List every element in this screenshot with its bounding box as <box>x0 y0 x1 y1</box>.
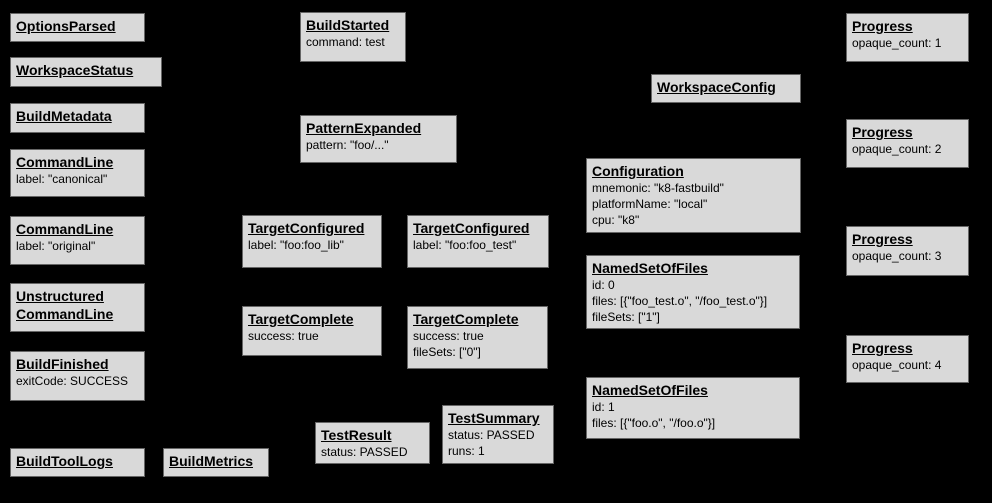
node-unstructured-command-line: Unstructured CommandLine <box>10 283 145 332</box>
node-title: Progress <box>852 340 913 356</box>
node-progress-2: Progress opaque_count: 2 <box>846 119 969 168</box>
node-progress-4: Progress opaque_count: 4 <box>846 335 969 383</box>
node-title: Progress <box>852 124 913 140</box>
node-named-set-of-files-1: NamedSetOfFiles id: 1 files: [{"foo.o", … <box>586 377 800 439</box>
node-field: command: test <box>306 35 385 49</box>
node-field: label: "foo:foo_lib" <box>248 238 344 252</box>
node-command-line-canonical: CommandLine label: "canonical" <box>10 149 145 197</box>
node-progress-3: Progress opaque_count: 3 <box>846 226 969 276</box>
node-field: runs: 1 <box>448 444 485 458</box>
node-target-complete-foo-test: TargetComplete success: true fileSets: [… <box>407 306 548 369</box>
node-target-configured-foo-lib: TargetConfigured label: "foo:foo_lib" <box>242 215 382 268</box>
node-named-set-of-files-0: NamedSetOfFiles id: 0 files: [{"foo_test… <box>586 255 800 329</box>
node-field: mnemonic: "k8-fastbuild" <box>592 181 724 195</box>
node-title: Progress <box>852 231 913 247</box>
node-field: status: PASSED <box>321 445 408 459</box>
node-options-parsed: OptionsParsed <box>10 13 145 42</box>
node-field: opaque_count: 4 <box>852 358 942 372</box>
node-title: BuildToolLogs <box>16 453 113 469</box>
node-target-configured-foo-test: TargetConfigured label: "foo:foo_test" <box>407 215 549 268</box>
node-title: WorkspaceStatus <box>16 62 134 78</box>
node-title: CommandLine <box>16 221 114 237</box>
node-workspace-config: WorkspaceConfig <box>651 74 801 103</box>
node-title: TargetComplete <box>248 311 354 327</box>
node-field: files: [{"foo.o", "/foo.o"}] <box>592 416 716 430</box>
node-title: BuildMetadata <box>16 108 112 124</box>
node-command-line-original: CommandLine label: "original" <box>10 216 145 265</box>
node-title: TargetConfigured <box>248 220 365 236</box>
node-field: label: "original" <box>16 239 96 253</box>
node-pattern-expanded: PatternExpanded pattern: "foo/..." <box>300 115 457 163</box>
node-title: WorkspaceConfig <box>657 79 776 95</box>
node-title: CommandLine <box>16 154 114 170</box>
node-configuration: Configuration mnemonic: "k8-fastbuild" p… <box>586 158 801 233</box>
node-title: Progress <box>852 18 913 34</box>
node-field: success: true <box>413 329 484 343</box>
node-progress-1: Progress opaque_count: 1 <box>846 13 969 62</box>
node-field: fileSets: ["0"] <box>413 345 481 359</box>
node-field: success: true <box>248 329 319 343</box>
node-field: id: 1 <box>592 400 615 414</box>
node-title: OptionsParsed <box>16 18 116 34</box>
node-title: NamedSetOfFiles <box>592 260 708 276</box>
node-title: PatternExpanded <box>306 120 422 136</box>
node-field: cpu: "k8" <box>592 213 640 227</box>
node-field: fileSets: ["1"] <box>592 310 660 324</box>
node-workspace-status: WorkspaceStatus <box>10 57 162 87</box>
node-field: exitCode: SUCCESS <box>16 374 129 388</box>
node-test-result: TestResult status: PASSED <box>315 422 430 464</box>
node-title: TestSummary <box>448 410 540 426</box>
node-field: label: "canonical" <box>16 172 108 186</box>
node-field: opaque_count: 2 <box>852 142 942 156</box>
node-field: opaque_count: 1 <box>852 36 942 50</box>
node-field: pattern: "foo/..." <box>306 138 389 152</box>
node-test-summary: TestSummary status: PASSED runs: 1 <box>442 405 554 464</box>
node-title: BuildFinished <box>16 356 109 372</box>
node-field: id: 0 <box>592 278 615 292</box>
node-title: Unstructured CommandLine <box>16 288 114 322</box>
node-build-started: BuildStarted command: test <box>300 12 406 62</box>
node-title: TargetComplete <box>413 311 519 327</box>
node-build-finished: BuildFinished exitCode: SUCCESS <box>10 351 145 401</box>
node-field: opaque_count: 3 <box>852 249 942 263</box>
node-build-metadata: BuildMetadata <box>10 103 145 133</box>
node-build-metrics: BuildMetrics <box>163 448 269 477</box>
node-title: TestResult <box>321 427 392 443</box>
node-title: TargetConfigured <box>413 220 530 236</box>
node-field: files: [{"foo_test.o", "/foo_test.o"}] <box>592 294 768 308</box>
node-field: platformName: "local" <box>592 197 708 211</box>
node-field: status: PASSED <box>448 428 535 442</box>
node-title: NamedSetOfFiles <box>592 382 708 398</box>
node-title: Configuration <box>592 163 684 179</box>
node-title: BuildStarted <box>306 17 390 33</box>
node-title: BuildMetrics <box>169 453 254 469</box>
node-target-complete-foo-lib: TargetComplete success: true <box>242 306 382 356</box>
node-field: label: "foo:foo_test" <box>413 238 517 252</box>
node-build-tool-logs: BuildToolLogs <box>10 448 145 477</box>
